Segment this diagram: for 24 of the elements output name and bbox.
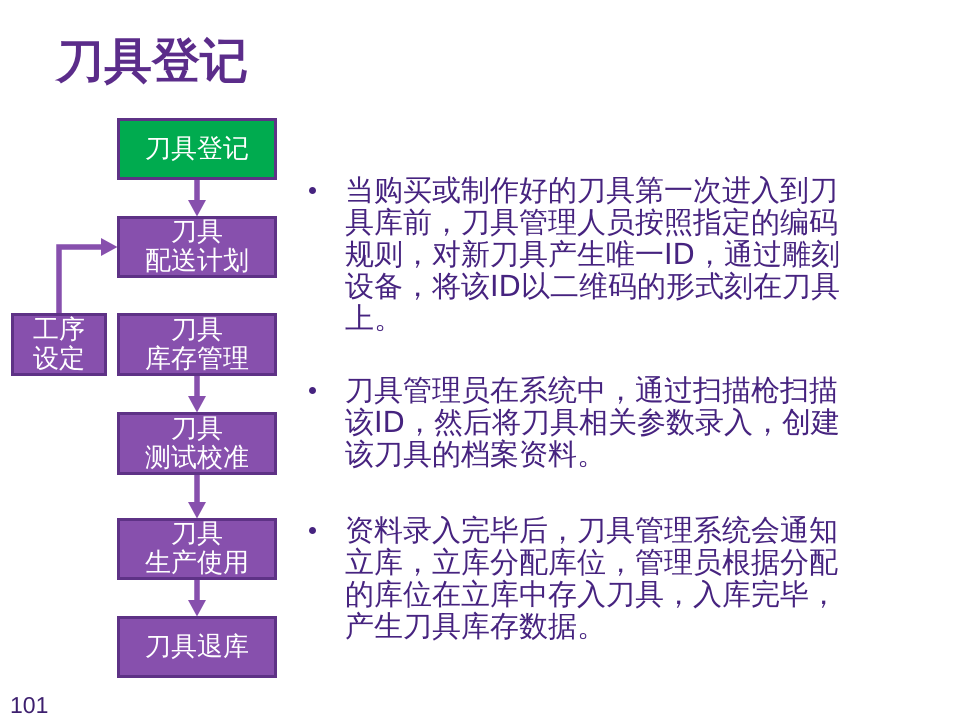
bullet-text: 刀具管理员在系统中，通过扫描枪扫描该ID，然后将刀具相关参数录入，创建该刀具的档案资料。: [345, 374, 841, 470]
page-number: 101: [10, 692, 48, 718]
step-label: 刀具测试校准: [144, 414, 250, 472]
step-label: 刀具生产使用: [144, 520, 250, 578]
title: 刀具登记: [56, 32, 248, 91]
arrow: [56, 238, 118, 313]
arrow: [188, 376, 206, 412]
bullet-text: 资料录入完毕后，刀具管理系统会通知立库，立库分配库位，管理员根据分配的库位在立库中存入刀具，入库完毕，产生刀具库存数据。: [345, 514, 839, 642]
arrow: [188, 475, 206, 518]
step-label: 工序设定: [32, 316, 86, 374]
bullet-text: 当购买或制作好的刀具第一次进入到刀具库前，刀具管理人员按照指定的编码规则，对新刀具产生唯一ID，通过雕刻设备，将该ID以二维码的形式刻在刀具上。: [345, 174, 841, 334]
process-box: [11, 313, 107, 376]
process-box: [117, 412, 277, 475]
process-box: [117, 616, 277, 678]
step-label: 刀具退库: [144, 632, 250, 662]
process-box: [117, 518, 277, 580]
step-label: 刀具配送计划: [144, 218, 250, 276]
process-box: [117, 216, 277, 278]
process-box: [117, 118, 277, 180]
arrow: [188, 580, 206, 616]
process-box: [117, 313, 277, 376]
step-label: 刀具登记: [144, 134, 250, 164]
step-label: 刀具库存管理: [144, 316, 250, 374]
arrow: [188, 180, 206, 216]
